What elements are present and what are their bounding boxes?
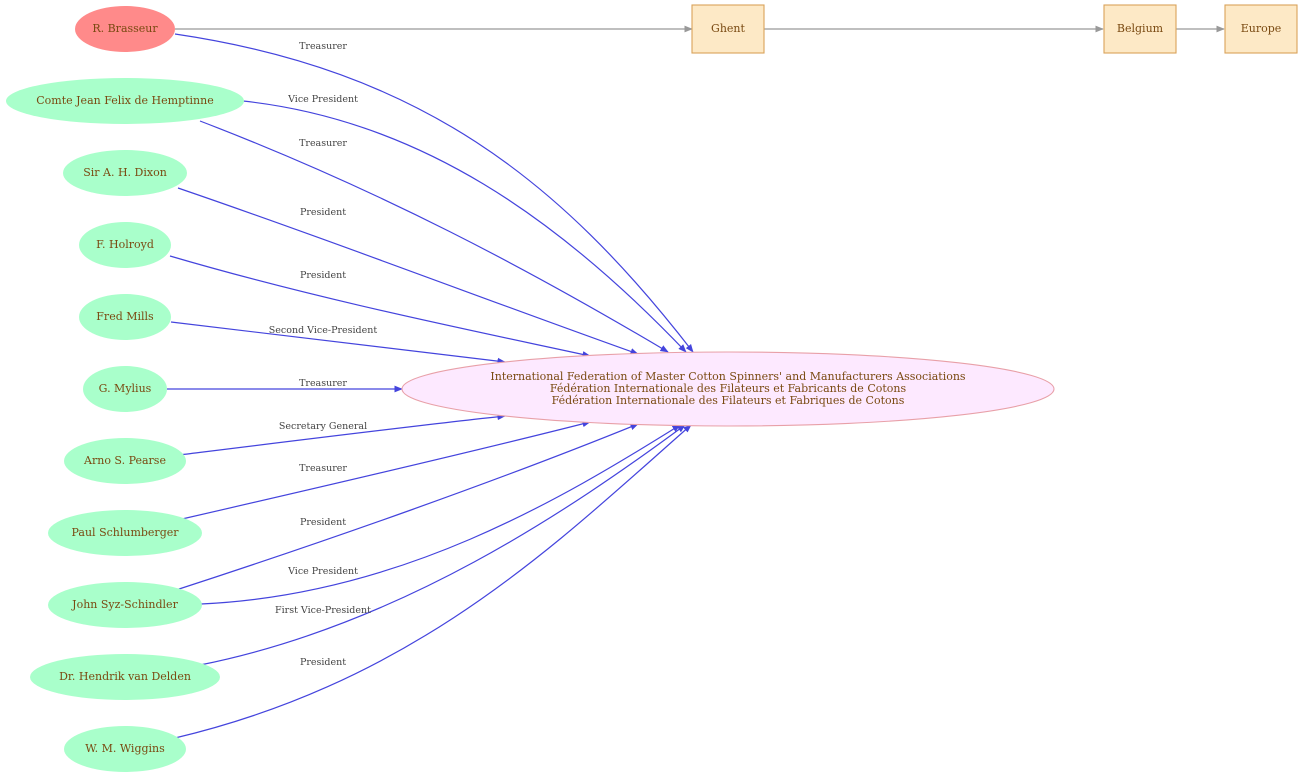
person-name: F. Holroyd <box>96 238 154 251</box>
edge-label-dixon: President <box>300 207 346 218</box>
edge-label-syz-schindler-2: Vice President <box>287 566 358 577</box>
person-name: R. Brasseur <box>92 22 158 35</box>
organization-name-line-1: International Federation of Master Cotto… <box>490 370 966 383</box>
edge-label-wiggins: President <box>300 657 346 668</box>
organization-node[interactable]: International Federation of Master Cotto… <box>401 351 1055 427</box>
person-name: Sir A. H. Dixon <box>83 166 167 179</box>
organization-name-line-3: Fédération Internationale des Filateurs … <box>552 394 905 407</box>
edge-syz-schindler-vice-president <box>200 424 681 605</box>
edge-dixon-president <box>177 187 639 355</box>
edge-label-mills: Second Vice-President <box>269 325 378 336</box>
edge-van-delden-first-vice-president <box>199 424 686 666</box>
person-node-van-delden[interactable]: Dr. Hendrik van Delden <box>30 654 220 700</box>
place-node-belgium[interactable]: Belgium <box>1103 4 1177 54</box>
person-name: W. M. Wiggins <box>85 742 165 755</box>
person-node-dixon[interactable]: Sir A. H. Dixon <box>63 150 187 196</box>
edge-labels: Treasurer Vice President Treasurer Presi… <box>269 41 378 668</box>
edge-schlumberger-treasurer <box>181 420 591 520</box>
person-node-wiggins[interactable]: W. M. Wiggins <box>64 726 186 772</box>
edge-wiggins-president <box>174 424 692 739</box>
person-node-holroyd[interactable]: F. Holroyd <box>79 222 171 268</box>
place-name: Europe <box>1241 22 1282 35</box>
edge-label-pearse: Secretary General <box>279 421 367 432</box>
person-node-hemptinne[interactable]: Comte Jean Felix de Hemptinne <box>6 78 244 124</box>
edge-holroyd-president <box>169 255 591 358</box>
edge-label-brasseur: Treasurer <box>299 41 347 52</box>
person-node-pearse[interactable]: Arno S. Pearse <box>64 438 186 484</box>
person-name: Comte Jean Felix de Hemptinne <box>36 94 213 107</box>
edge-brasseur-treasurer <box>174 33 694 353</box>
place-name: Belgium <box>1117 22 1164 35</box>
edge-syz-schindler-president <box>175 423 639 591</box>
edge-pearse-secretary-general <box>178 413 506 456</box>
membership-edges <box>167 33 694 739</box>
person-name: Paul Schlumberger <box>72 526 180 539</box>
person-name: G. Mylius <box>99 382 152 395</box>
person-nodes: R. Brasseur Comte Jean Felix de Hemptinn… <box>6 6 244 772</box>
place-node-europe[interactable]: Europe <box>1224 4 1298 54</box>
place-name: Ghent <box>711 22 745 35</box>
place-node-ghent[interactable]: Ghent <box>691 4 765 54</box>
person-name: Fred Mills <box>96 310 154 323</box>
person-node-mills[interactable]: Fred Mills <box>79 294 171 340</box>
edge-label-syz-schindler-1: President <box>300 517 346 528</box>
edge-label-schlumberger: Treasurer <box>299 463 347 474</box>
person-name: John Syz-Schindler <box>71 598 178 611</box>
person-node-syz-schindler[interactable]: John Syz-Schindler <box>48 582 202 628</box>
edge-hemptinne-vice-president <box>242 100 687 353</box>
edge-label-hemptinne-2: Treasurer <box>299 138 347 149</box>
edge-mills-second-vice-president <box>170 321 506 365</box>
person-node-brasseur[interactable]: R. Brasseur <box>75 6 175 52</box>
person-name: Dr. Hendrik van Delden <box>59 670 191 683</box>
edge-label-hemptinne-1: Vice President <box>287 94 358 105</box>
person-node-mylius[interactable]: G. Mylius <box>83 366 167 412</box>
edge-label-van-delden: First Vice-President <box>275 605 371 616</box>
place-nodes: Ghent Belgium Europe <box>691 4 1298 54</box>
organization-name-line-2: Fédération Internationale des Filateurs … <box>550 382 907 395</box>
edge-label-holroyd: President <box>300 270 346 281</box>
person-name: Arno S. Pearse <box>83 454 166 467</box>
person-node-schlumberger[interactable]: Paul Schlumberger <box>48 510 202 556</box>
edge-label-mylius: Treasurer <box>299 378 347 389</box>
edge-hemptinne-treasurer <box>199 120 669 353</box>
